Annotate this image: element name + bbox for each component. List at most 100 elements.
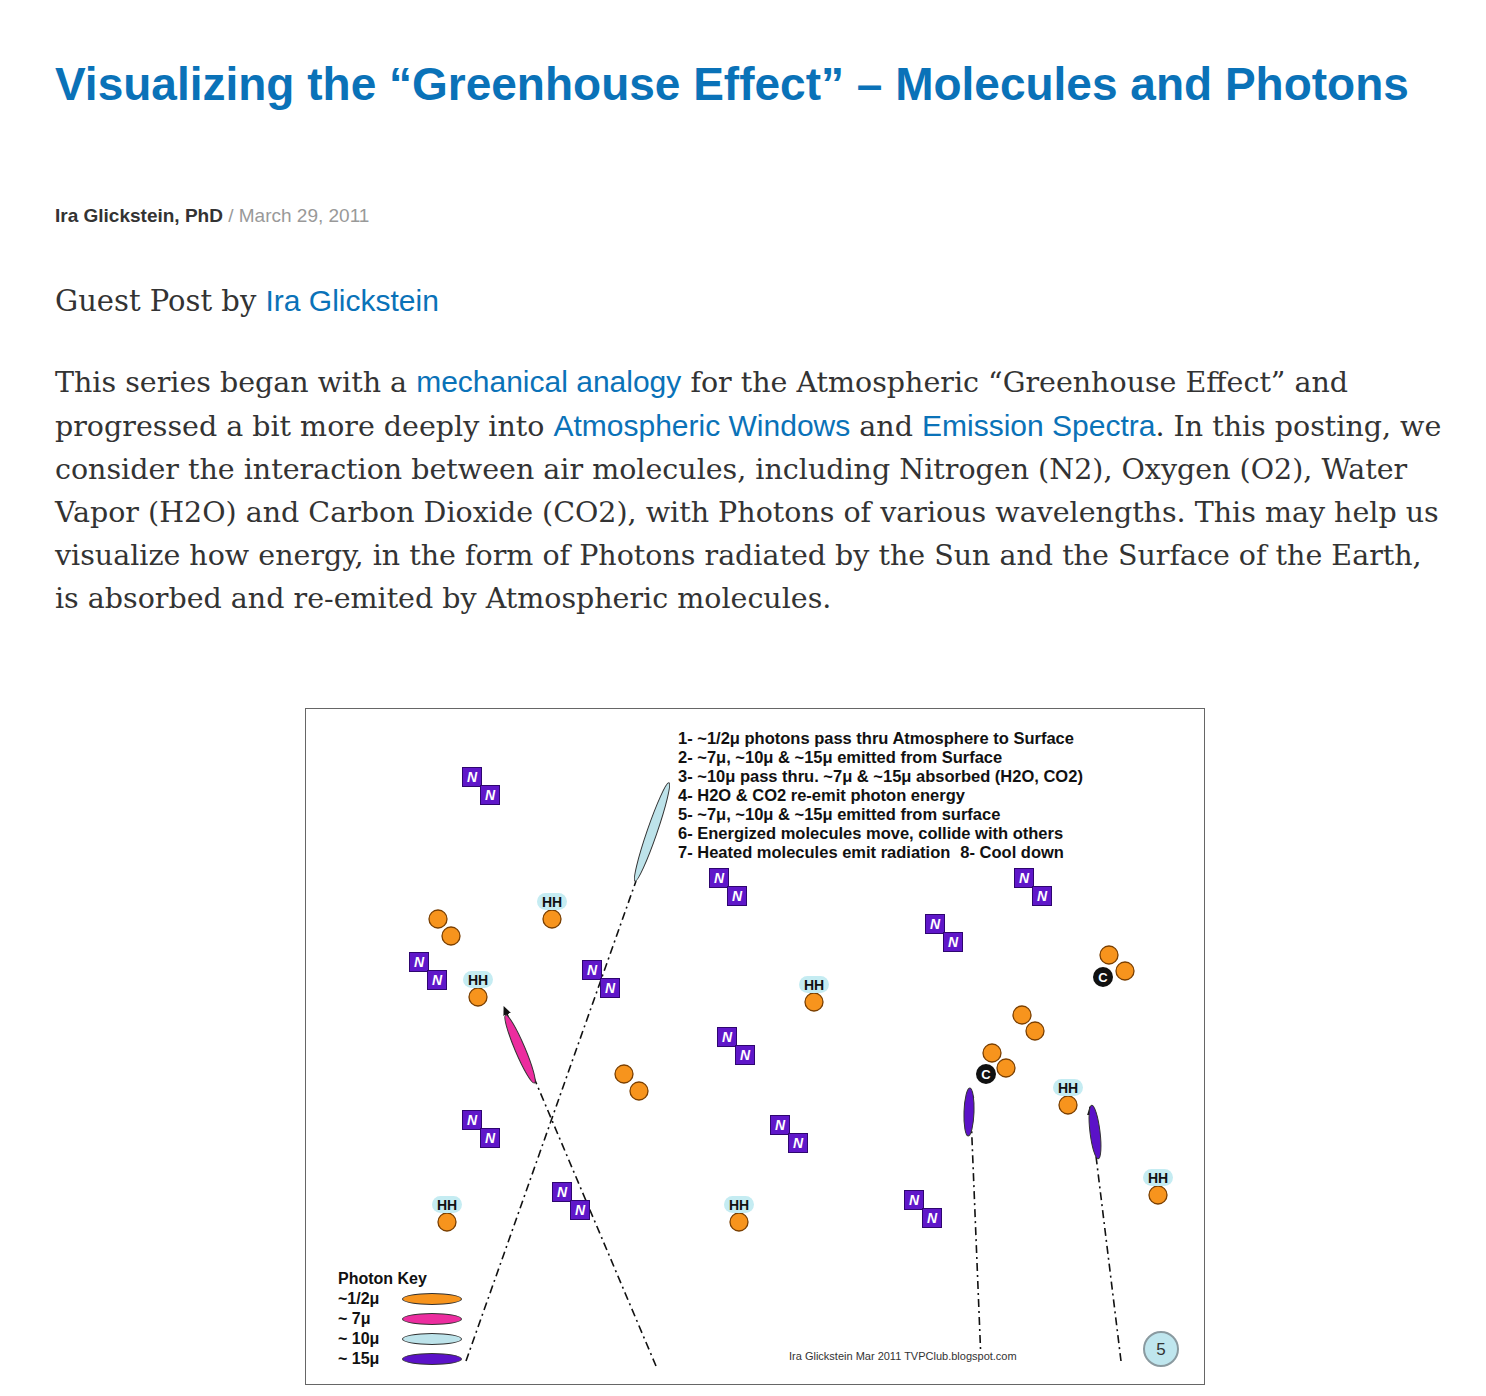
nitrogen-atom: N	[582, 960, 602, 980]
step-line: 7- Heated molecules emit radiation 8- Coo…	[678, 843, 1083, 862]
nitrogen-atom: N	[709, 868, 729, 888]
body-text: and	[859, 410, 913, 443]
legend-swatch	[402, 1353, 462, 1365]
text-link: Atmospheric Windows	[553, 409, 850, 442]
atom-label: N	[587, 963, 597, 977]
intro-paragraph: This series began with a mechanical anal…	[55, 360, 1450, 620]
carbon-atom: C	[976, 1064, 996, 1084]
step-list: 1- ~1/2μ photons pass thru Atmosphere to…	[678, 729, 1083, 862]
atom-label: HH	[542, 895, 562, 909]
photon-10	[630, 781, 673, 883]
photon-15	[963, 1088, 975, 1136]
atom-label: HH	[729, 1198, 749, 1212]
nitrogen-atom: N	[480, 785, 500, 805]
atom-label: HH	[1148, 1171, 1168, 1185]
body-text: This series began with a	[55, 366, 407, 399]
atom-label: C	[981, 1068, 990, 1081]
atom-label: N	[1019, 871, 1029, 885]
atom-label: N	[467, 1113, 477, 1127]
oxygen-atom	[1026, 1022, 1044, 1040]
oxygen-atom	[997, 1059, 1015, 1077]
oxygen-atom	[442, 927, 460, 945]
atom-label: HH	[437, 1198, 457, 1212]
nitrogen-atom: N	[770, 1115, 790, 1135]
hydrogen-pair: HH	[463, 971, 493, 988]
step-note: 4- H2O & CO2 re-emit photon energy	[678, 786, 1083, 805]
atom-label: N	[432, 973, 442, 987]
carbon-atom: C	[1093, 967, 1113, 987]
nitrogen-atom: N	[600, 978, 620, 998]
atom-label: N	[948, 935, 958, 949]
oxygen-atom	[1116, 962, 1134, 980]
nitrogen-atom: N	[1032, 886, 1052, 906]
atom-label: N	[793, 1136, 803, 1150]
post-date: March 29, 2011	[239, 205, 370, 226]
oxygen-atom	[983, 1044, 1001, 1062]
oxygen-atom	[615, 1065, 633, 1083]
atom-label: HH	[468, 973, 488, 987]
atom-label: N	[414, 955, 424, 969]
author-name: Ira Glickstein, PhD	[55, 205, 223, 226]
atom-label: N	[485, 788, 495, 802]
oxygen-atom	[730, 1213, 748, 1231]
hydrogen-pair: HH	[799, 976, 829, 993]
author-link: Ira Glickstein	[265, 284, 438, 317]
molecule-layer: NNNNNNHHNNCNNHHNNHHNNCHHNNNNHHNNHHHHNN5	[306, 709, 1204, 1384]
legend-title: Photon Key	[338, 1269, 473, 1289]
hydrogen-pair: HH	[537, 893, 567, 910]
nitrogen-atom: N	[462, 767, 482, 787]
nitrogen-atom: N	[925, 914, 945, 934]
oxygen-atom	[429, 910, 447, 928]
step-note: 5- ~7μ, ~10μ & ~15μ emitted from surface	[678, 805, 1083, 824]
step-note: 1- ~1/2μ photons pass thru Atmosphere to…	[678, 729, 1083, 748]
legend-text: ~ 15μ	[338, 1349, 379, 1369]
atom-label: N	[557, 1185, 567, 1199]
hydrogen-pair: HH	[432, 1196, 462, 1213]
oxygen-atoms	[429, 910, 1167, 1231]
byline: Ira Glickstein, PhD / March 29, 2011	[55, 204, 369, 228]
figure-number: 5	[1143, 1331, 1179, 1367]
step-note: 7- Heated molecules emit radiation	[678, 843, 950, 861]
nitrogen-atom: N	[904, 1190, 924, 1210]
nitrogen-atom: N	[943, 932, 963, 952]
oxygen-atom	[1149, 1186, 1167, 1204]
step-note: 2- ~7μ, ~10μ & ~15μ emitted from Surface	[678, 748, 1083, 767]
legend-row: ~1/2μ	[338, 1289, 473, 1309]
atom-label: N	[1037, 889, 1047, 903]
atom-label: N	[775, 1118, 785, 1132]
text-link: Emission Spectra	[922, 409, 1155, 442]
hydrogen-pair: HH	[724, 1196, 754, 1213]
nitrogen-atom: N	[427, 970, 447, 990]
atom-label: N	[909, 1193, 919, 1207]
legend-row: ~ 7μ	[338, 1309, 473, 1329]
oxygen-atom	[438, 1213, 456, 1231]
nitrogen-atom: N	[462, 1110, 482, 1130]
separator: /	[228, 205, 233, 226]
diagram-frame: 1- ~1/2μ photons pass thru Atmosphere to…	[305, 708, 1205, 1385]
hydrogen-pair: HH	[1053, 1079, 1083, 1096]
atom-label: N	[467, 770, 477, 784]
guest-line: Guest Post by Ira Glickstein	[55, 282, 439, 320]
credit-note: Ira Glickstein Mar 2011 TVPClub.blogspot…	[786, 1349, 1020, 1363]
text-link: mechanical analogy	[416, 365, 681, 398]
legend-swatch	[402, 1333, 462, 1345]
atom-label: N	[927, 1211, 937, 1225]
atom-label: N	[605, 981, 615, 995]
legend-text: ~1/2μ	[338, 1289, 379, 1309]
legend-text: ~ 10μ	[338, 1329, 379, 1349]
atom-label: HH	[1058, 1081, 1078, 1095]
oxygen-atom	[805, 993, 823, 1011]
nitrogen-atom: N	[717, 1027, 737, 1047]
nitrogen-atom: N	[727, 886, 747, 906]
atom-label: N	[930, 917, 940, 931]
step-note: 8- Cool down	[960, 843, 1064, 861]
atom-label: N	[485, 1131, 495, 1145]
legend-text: ~ 7μ	[338, 1309, 370, 1329]
photon-key: Photon Key ~1/2μ ~ 7μ ~ 10μ ~ 15μ	[338, 1269, 473, 1369]
guest-text: Guest Post by	[55, 284, 256, 318]
step-note: 6- Energized molecules move, collide wit…	[678, 824, 1083, 843]
post-title: Visualizing the “Greenhouse Effect” – Mo…	[55, 55, 1455, 113]
legend-row: ~ 15μ	[338, 1349, 473, 1369]
atom-label: HH	[804, 978, 824, 992]
nitrogen-atom: N	[735, 1045, 755, 1065]
